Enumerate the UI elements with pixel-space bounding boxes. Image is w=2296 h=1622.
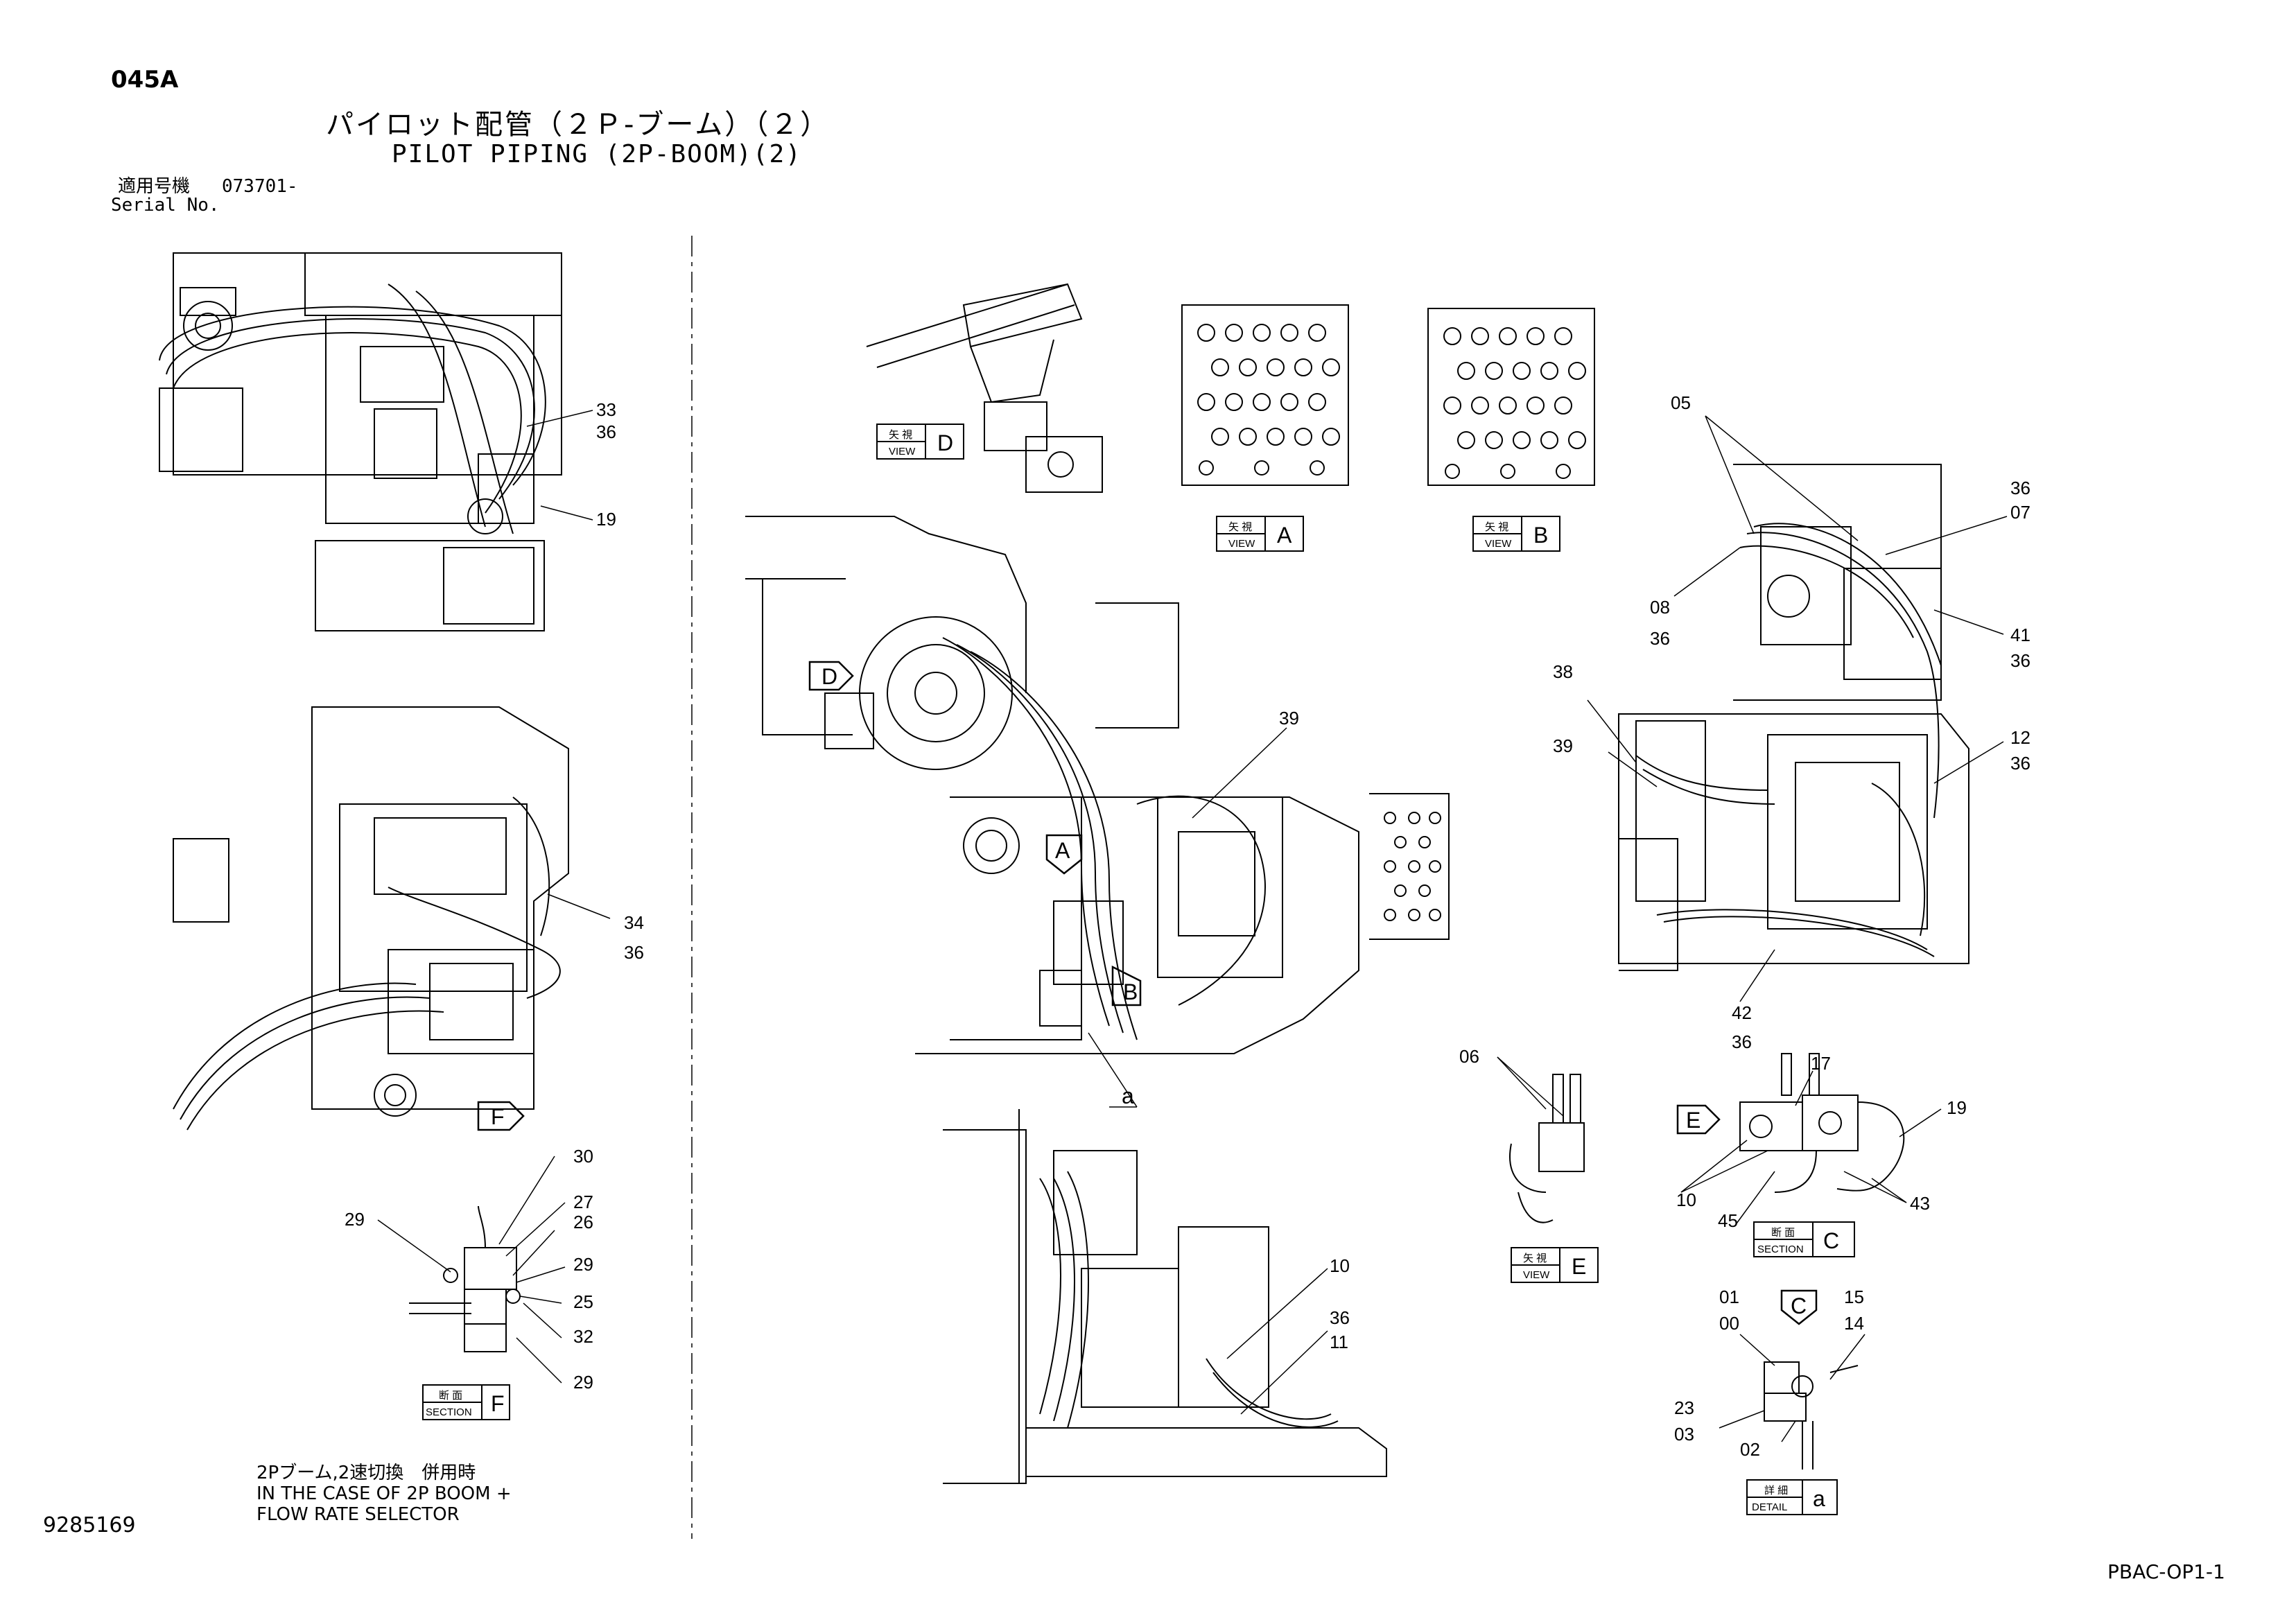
callout-36: 36: [1732, 1031, 1752, 1052]
callout-00: 00: [1719, 1313, 1739, 1334]
view-B-label-en: VIEW: [1485, 538, 1512, 550]
detail-a-label-en: DETAIL: [1752, 1501, 1787, 1513]
callout-05: 05: [1671, 392, 1691, 413]
callout-32: 32: [573, 1326, 593, 1347]
marker-letter-C: C: [1791, 1293, 1807, 1318]
drawing-view-B: [1427, 308, 1595, 486]
callout-03: 03: [1674, 1424, 1694, 1445]
drawing-section-F: [409, 1205, 521, 1352]
section-C-label-jp: 断 面: [1771, 1227, 1795, 1239]
section-F-letter: F: [491, 1391, 505, 1416]
view-A-label-jp: 矢 視: [1228, 521, 1252, 533]
view-E-letter: E: [1572, 1254, 1586, 1279]
arrow-marker-shapes: [477, 661, 1818, 1325]
view-A-letter: A: [1277, 523, 1292, 548]
callout-29: 29: [573, 1372, 593, 1393]
marker-letter-a: a: [1122, 1083, 1134, 1108]
drawing-top-left: [159, 252, 562, 631]
drawing-section-C: [1739, 1053, 1905, 1193]
drawing-view-A: [1181, 304, 1349, 486]
callout-41: 41: [2010, 625, 2030, 645]
view-D-label-en: VIEW: [889, 446, 916, 457]
callout-36: 36: [2010, 478, 2030, 498]
callout-19: 19: [1947, 1097, 1967, 1118]
callout-38: 38: [1553, 661, 1573, 682]
callout-29: 29: [345, 1209, 365, 1230]
callout-42: 42: [1732, 1002, 1752, 1023]
view-D-letter: D: [937, 430, 953, 455]
title-japanese: パイロット配管（２Ｐ-ブーム）（２）: [326, 109, 830, 141]
label-boxes: [422, 424, 1855, 1515]
callout-06: 06: [1459, 1046, 1479, 1067]
callout-36: 36: [1650, 628, 1670, 649]
callout-39: 39: [1553, 735, 1573, 756]
callout-36: 36: [1330, 1307, 1350, 1328]
page-code: 045A: [111, 66, 179, 94]
view-B-label-jp: 矢 視: [1485, 521, 1508, 533]
callout-15: 15: [1844, 1287, 1864, 1307]
note-english-line2: FLOW RATE SELECTOR: [256, 1504, 460, 1525]
callout-36: 36: [596, 421, 616, 442]
section-F-label-en: SECTION: [426, 1406, 472, 1418]
drawing-top-right: [1618, 464, 1969, 971]
callout-34: 34: [624, 912, 644, 933]
callout-17: 17: [1811, 1053, 1831, 1074]
document-number: 9285169: [43, 1513, 136, 1537]
callout-36: 36: [624, 942, 644, 963]
view-A-label-en: VIEW: [1228, 538, 1255, 550]
callout-12: 12: [2010, 727, 2030, 748]
note-japanese: 2Pブーム,2速切換 併用時: [256, 1463, 476, 1483]
view-D-label-jp: 矢 視: [889, 429, 912, 441]
marker-letter-B: B: [1123, 979, 1138, 1004]
serial-label-english: Serial No.: [111, 195, 220, 216]
callout-23: 23: [1674, 1397, 1694, 1418]
section-F-label-jp: 断 面: [439, 1390, 462, 1402]
leader-lines: [377, 410, 2008, 1442]
drawing-detail-a: [1764, 1361, 1859, 1470]
callout-10: 10: [1330, 1255, 1350, 1276]
section-C-letter: C: [1823, 1228, 1839, 1253]
callout-11: 11: [1330, 1332, 1348, 1352]
title-english: PILOT PIPING (2P-BOOM)(2): [392, 140, 802, 168]
callout-10: 10: [1676, 1189, 1696, 1210]
view-E-label-en: VIEW: [1523, 1269, 1550, 1281]
callout-30: 30: [573, 1146, 593, 1167]
view-B-letter: B: [1533, 523, 1548, 548]
serial-label-japanese: 適用号機: [118, 176, 191, 197]
callout-08: 08: [1650, 597, 1670, 618]
callout-26: 26: [573, 1212, 593, 1232]
callout-27: 27: [573, 1192, 593, 1212]
marker-letter-D: D: [821, 664, 837, 689]
note-english-line1: IN THE CASE OF 2P BOOM +: [256, 1483, 512, 1504]
serial-value: 073701-: [222, 176, 298, 197]
callout-25: 25: [573, 1291, 593, 1312]
marker-letter-A: A: [1055, 838, 1070, 863]
view-E-label-jp: 矢 視: [1523, 1253, 1547, 1264]
callout-07: 07: [2010, 502, 2030, 523]
sheet-code: PBAC-OP1-1: [2107, 1560, 2225, 1583]
drawing-view-D: [866, 283, 1103, 493]
drawing-view-E: [1509, 1074, 1585, 1223]
detail-a-label-jp: 詳 細: [1764, 1485, 1788, 1497]
section-C-label-en: SECTION: [1757, 1244, 1804, 1255]
drawing-middle-left: [173, 706, 569, 1131]
detail-a-letter: a: [1813, 1486, 1825, 1511]
callout-02: 02: [1740, 1439, 1760, 1460]
callout-45: 45: [1718, 1210, 1738, 1231]
callout-19: 19: [596, 509, 616, 530]
callout-39: 39: [1279, 708, 1299, 729]
callout-01: 01: [1719, 1287, 1739, 1307]
callout-36: 36: [2010, 753, 2030, 774]
marker-letter-E: E: [1686, 1108, 1701, 1133]
drawing-center-main: [745, 516, 1450, 1054]
callout-43: 43: [1910, 1193, 1930, 1214]
drawing-center-lower: [943, 1109, 1387, 1484]
callout-33: 33: [596, 399, 616, 420]
callout-29: 29: [573, 1254, 593, 1275]
callout-36: 36: [2010, 650, 2030, 671]
marker-letter-F: F: [491, 1104, 505, 1129]
callout-14: 14: [1844, 1313, 1864, 1334]
